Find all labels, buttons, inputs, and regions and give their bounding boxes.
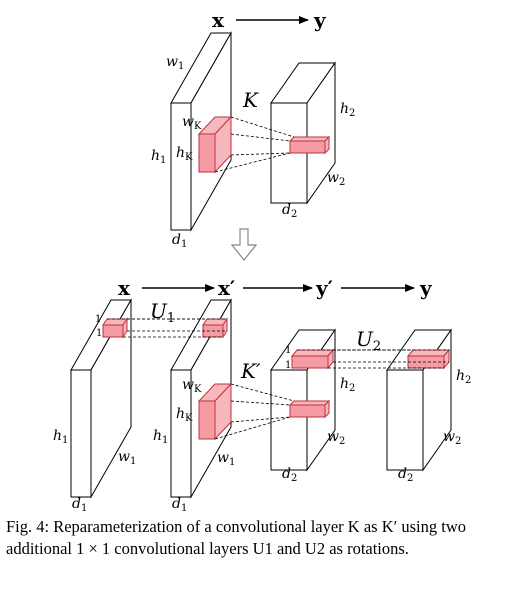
byp-d2-label: d2 (282, 466, 297, 484)
bottom-y-label: y (419, 276, 433, 300)
u2-one-side: 1 (285, 360, 291, 371)
top-y-label: y (313, 8, 327, 32)
bottom-block-x (70, 298, 132, 499)
bottom-diagram: x x′ y′ y (53, 276, 471, 512)
u2-input-pixel (290, 348, 335, 370)
bottom-xp-label: x′ (218, 276, 235, 300)
down-arrow-icon (230, 228, 258, 261)
bxp-h1-label: h1 (153, 428, 168, 446)
top-diagram: x y (151, 8, 355, 250)
u1-one-top: 1 (95, 314, 101, 325)
u2-one-top: 1 (285, 345, 291, 356)
by-w2-label: w2 (443, 429, 461, 447)
top-kernel-K (197, 115, 233, 174)
by-h2-label: h2 (456, 368, 471, 386)
top-d2-label: d2 (282, 202, 297, 220)
top-wK-label: wK (182, 114, 202, 132)
top-output-pixel (288, 135, 331, 155)
top-h2-label: h2 (340, 101, 355, 119)
u2-projection-lines (297, 349, 449, 369)
bxp-d1-label: d1 (172, 496, 187, 512)
top-projection-lines (214, 116, 295, 173)
bottom-x-label: x (118, 276, 131, 300)
u1-input-pixel (102, 317, 128, 339)
top-w2-label: w2 (327, 170, 345, 188)
top-x-label: x (212, 8, 225, 32)
bottom-kernel-Kprime (197, 382, 233, 441)
U2-label: U2 (356, 327, 381, 354)
byp-w2-label: w2 (327, 429, 345, 447)
u1-one-side: 1 (96, 328, 102, 339)
top-h1-label: h1 (151, 148, 166, 166)
bxp-wK-label: wK (182, 377, 202, 395)
u2-output-pixel (406, 348, 451, 370)
U1-label: U1 (150, 299, 175, 326)
bottom-yp-label: y′ (315, 276, 333, 300)
Kprime-label: K′ (240, 359, 261, 383)
top-d1-label: d1 (172, 232, 187, 250)
bx-d1-label: d1 (72, 496, 87, 512)
by-d2-label: d2 (398, 466, 413, 484)
u1-output-pixel (202, 317, 228, 339)
top-K-label: K (242, 88, 259, 112)
reparameterization-figure: x y (53, 8, 471, 512)
bx-h1-label: h1 (53, 428, 68, 446)
kprime-output-pixel (288, 399, 331, 419)
bxp-hK-label: hK (176, 406, 193, 424)
kprime-projection-lines (214, 383, 295, 440)
u1-projection-lines (107, 318, 227, 338)
top-w1-label: w1 (166, 54, 184, 72)
figure-caption: Fig. 4: Reparameterization of a convolut… (6, 517, 466, 558)
bxp-w1-label: w1 (217, 450, 235, 468)
bx-w1-label: w1 (118, 449, 136, 467)
top-hK-label: hK (176, 145, 193, 163)
byp-h2-label: h2 (340, 376, 355, 394)
